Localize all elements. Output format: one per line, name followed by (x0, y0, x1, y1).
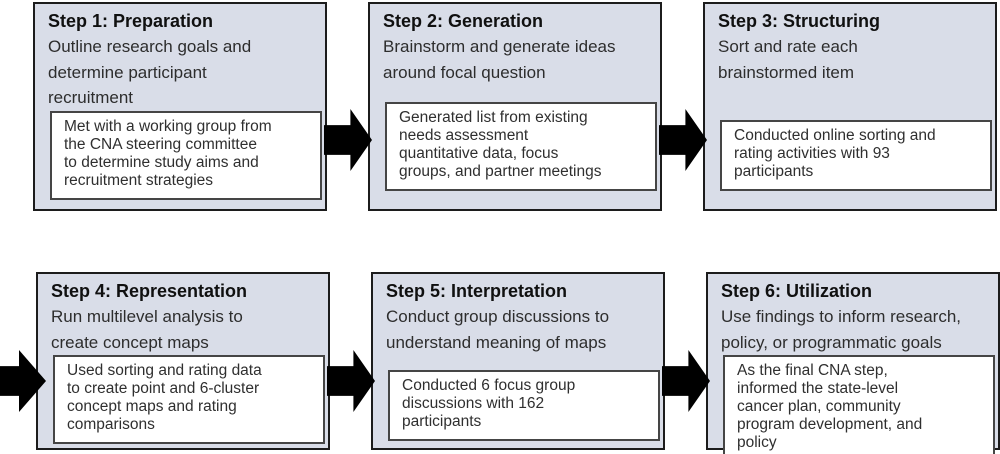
step-detail-box: As the final CNA step, informed the stat… (723, 355, 995, 454)
flow-arrow-right-icon (662, 350, 710, 412)
step-detail-box: Used sorting and rating data to create p… (53, 355, 325, 445)
step-subtitle: Outline research goals and determine par… (48, 37, 252, 108)
step-title: Step 2: Generation (383, 11, 544, 31)
step-box-preparation: Step 1: Preparation Outline research goa… (33, 2, 327, 211)
step-detail-text: Generated list from existing needs asses… (399, 109, 602, 181)
step-subtitle: Sort and rate each brainstormed item (718, 37, 858, 82)
flow-arrow-right-icon (327, 350, 375, 412)
flow-arrow-right-icon (659, 109, 707, 171)
step-title: Step 5: Interpretation (386, 281, 568, 301)
step-title: Step 4: Representation (51, 281, 248, 301)
step-subtitle: Conduct group discussions to understand … (386, 307, 610, 352)
step-detail-box: Met with a working group from the CNA st… (50, 110, 322, 200)
step-detail-box: Conducted 6 focus group discussions with… (388, 370, 660, 441)
step-detail-box: Conducted online sorting and rating acti… (720, 120, 992, 191)
step-detail-text: Conducted online sorting and rating acti… (734, 127, 936, 181)
step-title: Step 3: Structuring (718, 11, 881, 31)
step-subtitle: Use findings to inform research, policy,… (721, 307, 961, 352)
step-detail-text: Met with a working group from the CNA st… (64, 117, 272, 189)
step-subtitle: Brainstorm and generate ideas around foc… (383, 37, 616, 82)
step-detail-box: Generated list from existing needs asses… (385, 102, 657, 191)
step-title: Step 1: Preparation (48, 11, 214, 31)
step-box-generation: Step 2: Generation Brainstorm and genera… (368, 2, 662, 211)
step-box-representation: Step 4: Representation Run multilevel an… (36, 272, 330, 450)
step-box-utilization: Step 6: Utilization Use findings to info… (706, 272, 1000, 454)
flow-arrow-right-icon (324, 109, 372, 171)
step-box-interpretation: Step 5: Interpretation Conduct group dis… (371, 272, 665, 450)
step-subtitle: Run multilevel analysis to create concep… (51, 307, 243, 352)
step-box-structuring: Step 3: Structuring Sort and rate each b… (703, 2, 997, 211)
step-title: Step 6: Utilization (721, 281, 873, 301)
step-detail-text: Used sorting and rating data to create p… (67, 362, 262, 434)
step-detail-text: Conducted 6 focus group discussions with… (402, 377, 576, 431)
step-detail-text: As the final CNA step, informed the stat… (737, 362, 923, 452)
